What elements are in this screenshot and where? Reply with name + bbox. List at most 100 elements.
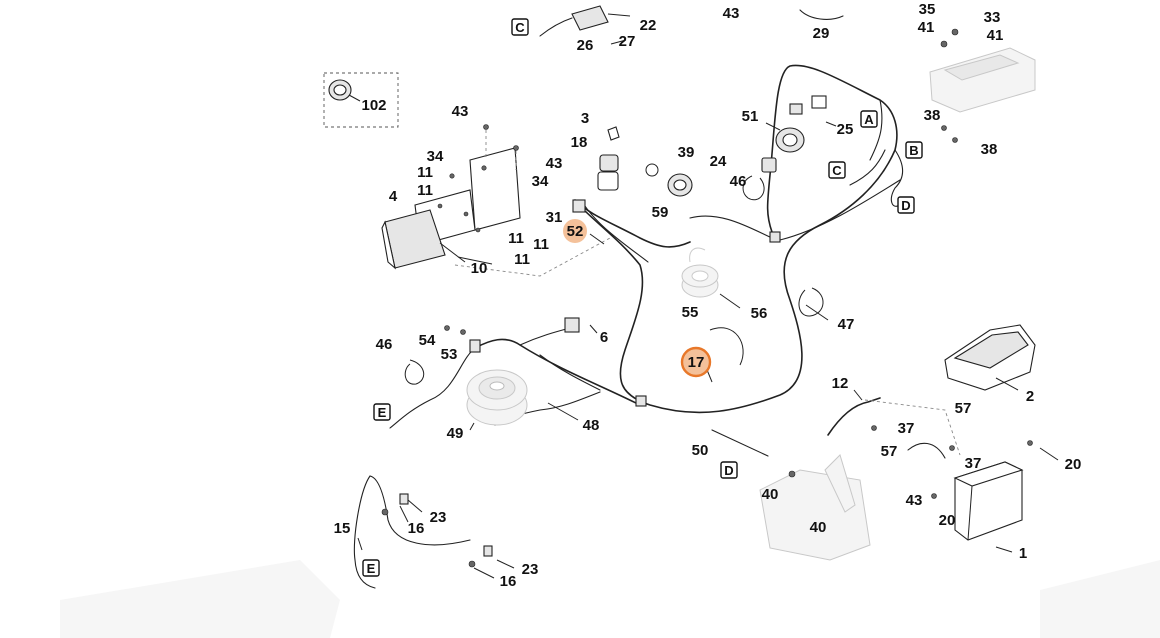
callout-16b[interactable]: 16 (500, 573, 517, 590)
callout-26[interactable]: 26 (577, 37, 594, 54)
callout-23a[interactable]: 23 (430, 509, 447, 526)
callout-39[interactable]: 39 (678, 144, 695, 161)
screw-part-33 (951, 28, 959, 36)
callout-40a[interactable]: 40 (762, 486, 779, 503)
top-clipped-parts (539, 5, 844, 37)
callout-20b[interactable]: 20 (939, 512, 956, 529)
highlight-callout-17[interactable]: 17 (680, 346, 712, 378)
part-callouts: 1 2 3 4 6 10 11 11 11 11 11 12 15 16 16 … (334, 1, 1082, 590)
ring-part-46a (742, 175, 765, 201)
callout-20a[interactable]: 20 (1065, 456, 1082, 473)
callout-35[interactable]: 35 (919, 1, 936, 18)
callout-10[interactable]: 10 (471, 260, 488, 277)
callout-48[interactable]: 48 (583, 417, 600, 434)
callout-16a[interactable]: 16 (408, 520, 425, 537)
screw-part-41 (940, 40, 948, 48)
control-module-assembly (381, 124, 611, 277)
ignition-switch-part (597, 126, 620, 191)
callout-56[interactable]: 56 (751, 305, 768, 322)
callout-2[interactable]: 2 (1026, 388, 1034, 405)
callout-11e[interactable]: 11 (514, 251, 530, 268)
callout-57b[interactable]: 57 (881, 443, 898, 460)
callout-59[interactable]: 59 (652, 204, 669, 221)
wiring-harness-17 (389, 64, 904, 429)
callout-53[interactable]: 53 (441, 346, 458, 363)
detail-box-102 (323, 72, 399, 128)
callout-24[interactable]: 24 (710, 153, 727, 170)
svg-text:C: C (832, 163, 842, 178)
callout-1[interactable]: 1 (1019, 545, 1027, 562)
svg-text:B: B (909, 143, 918, 158)
battery-cover-part-2 (944, 324, 1036, 391)
highlight-callout-52[interactable]: 52 (563, 219, 587, 243)
callout-27[interactable]: 27 (619, 33, 636, 50)
callout-37b[interactable]: 37 (965, 455, 982, 472)
clutch-part-49 (466, 369, 528, 426)
callout-23b[interactable]: 23 (522, 561, 539, 578)
connector-label-E1[interactable]: E (373, 403, 391, 421)
callout-41a[interactable]: 41 (918, 19, 935, 36)
callout-51[interactable]: 51 (742, 108, 759, 125)
connector-label-D1[interactable]: D (897, 196, 915, 214)
connector-label-B[interactable]: B (905, 141, 923, 159)
callout-6[interactable]: 6 (600, 329, 608, 346)
knob-part-102 (328, 79, 361, 102)
connector-label-C1[interactable]: C (511, 18, 529, 36)
callout-43d[interactable]: 43 (906, 492, 923, 509)
callout-37a[interactable]: 37 (898, 420, 915, 437)
ghost-background (60, 454, 1160, 638)
callout-29[interactable]: 29 (813, 25, 830, 42)
callout-46a[interactable]: 46 (730, 173, 747, 190)
callout-49[interactable]: 49 (447, 425, 464, 442)
callout-102[interactable]: 102 (361, 97, 386, 114)
callout-33[interactable]: 33 (984, 9, 1001, 26)
callout-25[interactable]: 25 (837, 121, 854, 138)
callout-50[interactable]: 50 (692, 442, 709, 459)
ring-part-39 (645, 163, 659, 177)
callout-11d[interactable]: 11 (533, 236, 549, 253)
screw-part-38b (952, 137, 958, 143)
callout-31[interactable]: 31 (546, 209, 563, 226)
callout-17-label: 17 (688, 354, 705, 371)
svg-text:D: D (724, 463, 733, 478)
callout-18[interactable]: 18 (571, 134, 588, 151)
callout-38a[interactable]: 38 (924, 107, 941, 124)
svg-text:E: E (367, 561, 376, 576)
ring-part-47 (798, 287, 824, 317)
callout-46b[interactable]: 46 (376, 336, 393, 353)
callout-4[interactable]: 4 (389, 188, 398, 205)
callout-47[interactable]: 47 (838, 316, 855, 333)
svg-text:C: C (515, 20, 525, 35)
connector-label-D2[interactable]: D (720, 461, 738, 479)
ring-part-46b (404, 359, 425, 385)
callout-43a[interactable]: 43 (452, 103, 469, 120)
callout-11c[interactable]: 11 (508, 230, 524, 247)
callout-12[interactable]: 12 (832, 375, 849, 392)
screw-part-38a (941, 125, 947, 131)
callout-40b[interactable]: 40 (810, 519, 827, 536)
svg-text:E: E (378, 405, 387, 420)
callout-34a[interactable]: 34 (427, 148, 444, 165)
callout-57a[interactable]: 57 (955, 400, 972, 417)
ring-part-55 (709, 327, 744, 366)
callout-11a[interactable]: 11 (417, 164, 433, 181)
wire-part-15 (353, 475, 493, 589)
callout-38b[interactable]: 38 (981, 141, 998, 158)
callout-41b[interactable]: 41 (987, 27, 1004, 44)
connector-label-A[interactable]: A (860, 110, 878, 128)
svg-text:A: A (864, 112, 874, 127)
callout-11b[interactable]: 11 (417, 182, 433, 199)
callout-3[interactable]: 3 (581, 110, 589, 127)
callout-15[interactable]: 15 (334, 520, 351, 537)
battery-part-1 (953, 461, 1024, 541)
coil-part-56 (681, 247, 719, 298)
callout-43b[interactable]: 43 (546, 155, 563, 172)
connector-label-E2[interactable]: E (362, 559, 380, 577)
connector-label-C2[interactable]: C (828, 161, 846, 179)
callout-55[interactable]: 55 (682, 304, 699, 321)
callout-22[interactable]: 22 (640, 17, 657, 34)
callout-43c[interactable]: 43 (723, 5, 740, 22)
callout-54[interactable]: 54 (419, 332, 436, 349)
callout-34b[interactable]: 34 (532, 173, 549, 190)
screw-part-53 (460, 329, 466, 335)
